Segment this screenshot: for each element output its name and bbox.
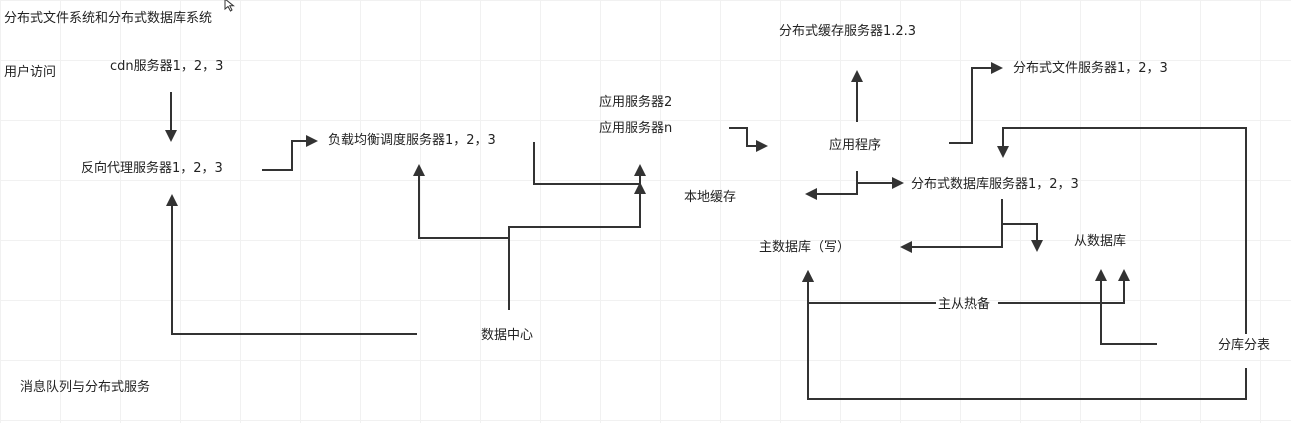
node-data-center: 数据中心 bbox=[481, 328, 534, 343]
edge-appserver-to-program bbox=[729, 127, 768, 152]
edge-dbserver-to-master bbox=[900, 199, 1003, 253]
label-hot-backup: 主从热备 bbox=[938, 297, 991, 312]
label-user-access: 用户访问 bbox=[4, 65, 57, 80]
node-sharding: 分库分表 bbox=[1218, 338, 1271, 353]
node-cdn-servers: cdn服务器1，2，3 bbox=[110, 59, 224, 74]
edge-datacenter-to-proxy bbox=[166, 194, 417, 335]
node-file-server: 分布式文件服务器1，2，3 bbox=[1013, 61, 1168, 76]
edge-sharding-to-master bbox=[802, 270, 1247, 400]
edge-sharding-to-dbserver bbox=[997, 127, 1247, 334]
edge-program-to-fileserver bbox=[949, 62, 1003, 144]
node-master-db: 主数据库（写） bbox=[759, 240, 851, 255]
edge-program-to-localcache bbox=[805, 171, 858, 200]
edge-hotbackup-to-master bbox=[802, 270, 936, 304]
edge-balancer-to-appservers bbox=[533, 142, 646, 185]
cursor-icon bbox=[224, 0, 235, 12]
node-load-balancer: 负载均衡调度服务器1，2，3 bbox=[328, 133, 496, 148]
node-cache-server: 分布式缓存服务器1.2.3 bbox=[779, 24, 917, 39]
node-reverse-proxy: 反向代理服务器1，2，3 bbox=[81, 161, 223, 176]
edge-datacenter-to-balancer bbox=[508, 182, 646, 310]
label-message-queue: 消息队列与分布式服务 bbox=[20, 380, 151, 395]
node-app-server-n: 应用服务器n bbox=[599, 121, 673, 136]
node-slave-db: 从数据库 bbox=[1074, 234, 1127, 249]
node-local-cache: 本地缓存 bbox=[684, 190, 737, 205]
edge-sharding-to-slave bbox=[1095, 269, 1157, 345]
edge-hotbackup-to-slave bbox=[998, 269, 1130, 304]
node-app-program: 应用程序 bbox=[829, 138, 882, 153]
diagram-title: 分布式文件系统和分布式数据库系统 bbox=[4, 11, 213, 26]
edge-proxy-to-balancer bbox=[262, 135, 318, 171]
node-db-server: 分布式数据库服务器1，2，3 bbox=[911, 177, 1079, 192]
edge-dbserver-to-slave bbox=[1002, 223, 1043, 252]
node-app-server-2: 应用服务器2 bbox=[599, 95, 673, 110]
edge-datacenter-branch bbox=[413, 164, 509, 239]
